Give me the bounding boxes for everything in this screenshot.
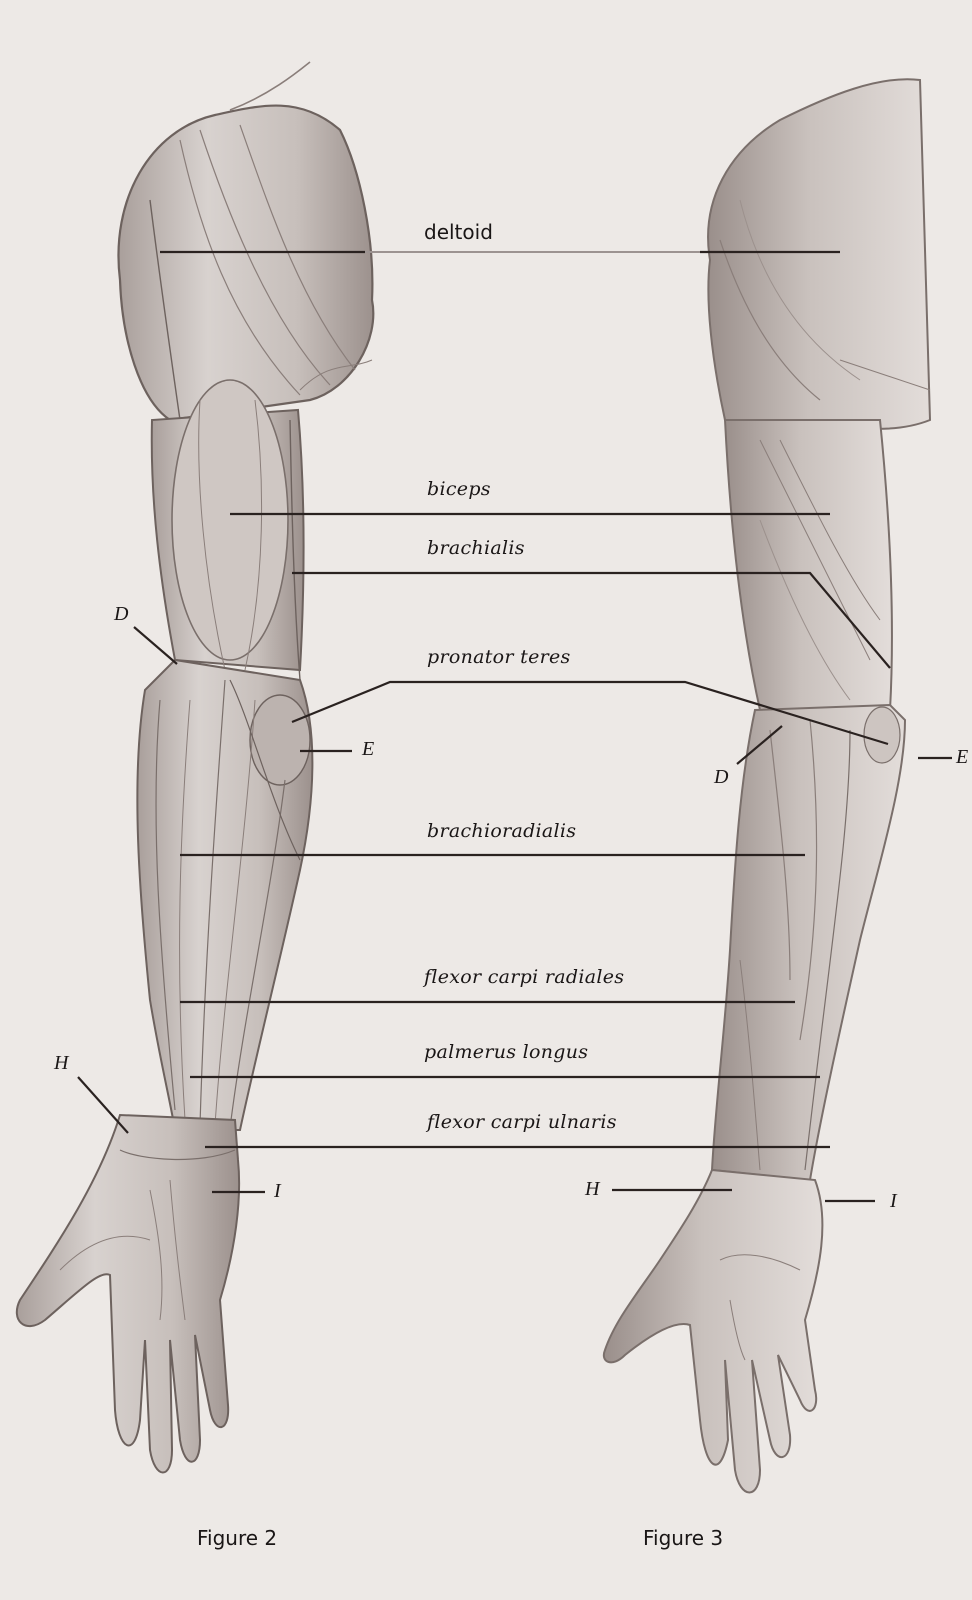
fig2-letter-E: E xyxy=(362,738,375,760)
figure-3-arm-sketch xyxy=(602,78,932,1494)
label-pronator-teres: pronator teres xyxy=(427,646,571,668)
fig3-letter-I: I xyxy=(890,1190,897,1212)
label-flexor-carpi-radiales: flexor carpi radiales xyxy=(424,966,625,988)
fig2-letter-H: H xyxy=(54,1052,69,1074)
figure-2-arm-sketch xyxy=(15,61,375,1474)
label-biceps: biceps xyxy=(427,478,491,500)
caption-figure-2: Figure 2 xyxy=(197,1526,278,1550)
label-brachialis: brachialis xyxy=(427,537,525,559)
fig3-letter-H: H xyxy=(585,1178,600,1200)
fig3-letter-D: D xyxy=(714,766,729,788)
caption-figure-3: Figure 3 xyxy=(643,1526,724,1550)
fig3-letter-E: E xyxy=(956,746,969,768)
leader-lines xyxy=(77,250,952,1203)
label-flexor-carpi-ulnaris: flexor carpi ulnaris xyxy=(427,1111,617,1133)
fig2-letter-D: D xyxy=(114,603,129,625)
label-brachioradialis: brachioradialis xyxy=(427,820,577,842)
label-deltoid: deltoid xyxy=(424,220,493,244)
label-palmerus-longus: palmerus longus xyxy=(424,1041,589,1063)
fig2-letter-I: I xyxy=(274,1180,281,1202)
